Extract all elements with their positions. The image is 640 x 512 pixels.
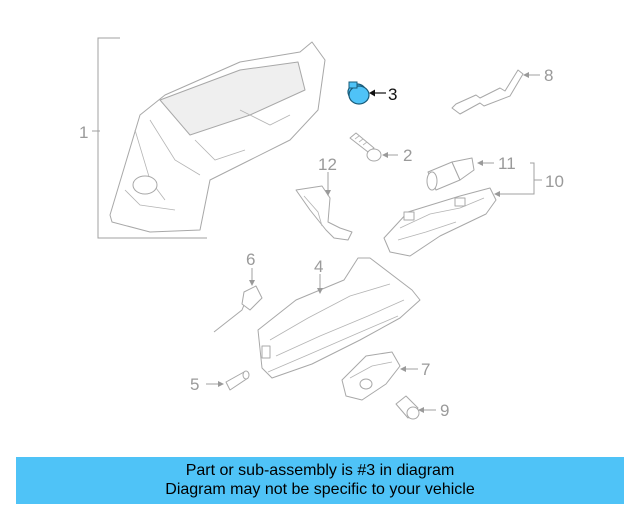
part-3-clip <box>347 81 386 105</box>
part-9-cap <box>395 395 436 420</box>
callout-1: 1 <box>79 123 88 142</box>
callout-4: 4 <box>314 257 323 276</box>
part-4-glovebox <box>257 257 421 379</box>
part-7-handle <box>341 351 418 401</box>
callout-7: 7 <box>421 360 430 379</box>
part-2-bolt <box>349 132 398 162</box>
part-10-latch <box>383 162 542 257</box>
part-11-damper <box>426 157 494 191</box>
caption-banner: Part or sub-assembly is #3 in diagram Di… <box>16 457 624 504</box>
callout-11: 11 <box>498 154 516 173</box>
callout-2: 2 <box>403 146 412 165</box>
part-1-housing <box>92 37 326 239</box>
callout-12: 12 <box>318 155 337 174</box>
callout-3: 3 <box>388 85 397 104</box>
part-5-pin <box>206 370 250 391</box>
caption-line-1: Part or sub-assembly is #3 in diagram <box>185 462 455 479</box>
callout-5: 5 <box>190 375 199 394</box>
part-8-strip <box>451 69 540 115</box>
callout-8: 8 <box>544 66 553 85</box>
parts-diagram: 1 3 8 2 12 11 <box>79 37 564 420</box>
part-6-arm <box>213 268 263 333</box>
callout-9: 9 <box>440 401 449 420</box>
callout-10: 10 <box>545 172 564 191</box>
callout-6: 6 <box>246 250 255 269</box>
caption-line-2: Diagram may not be specific to your vehi… <box>165 481 475 498</box>
part-12-bracket <box>295 172 353 241</box>
